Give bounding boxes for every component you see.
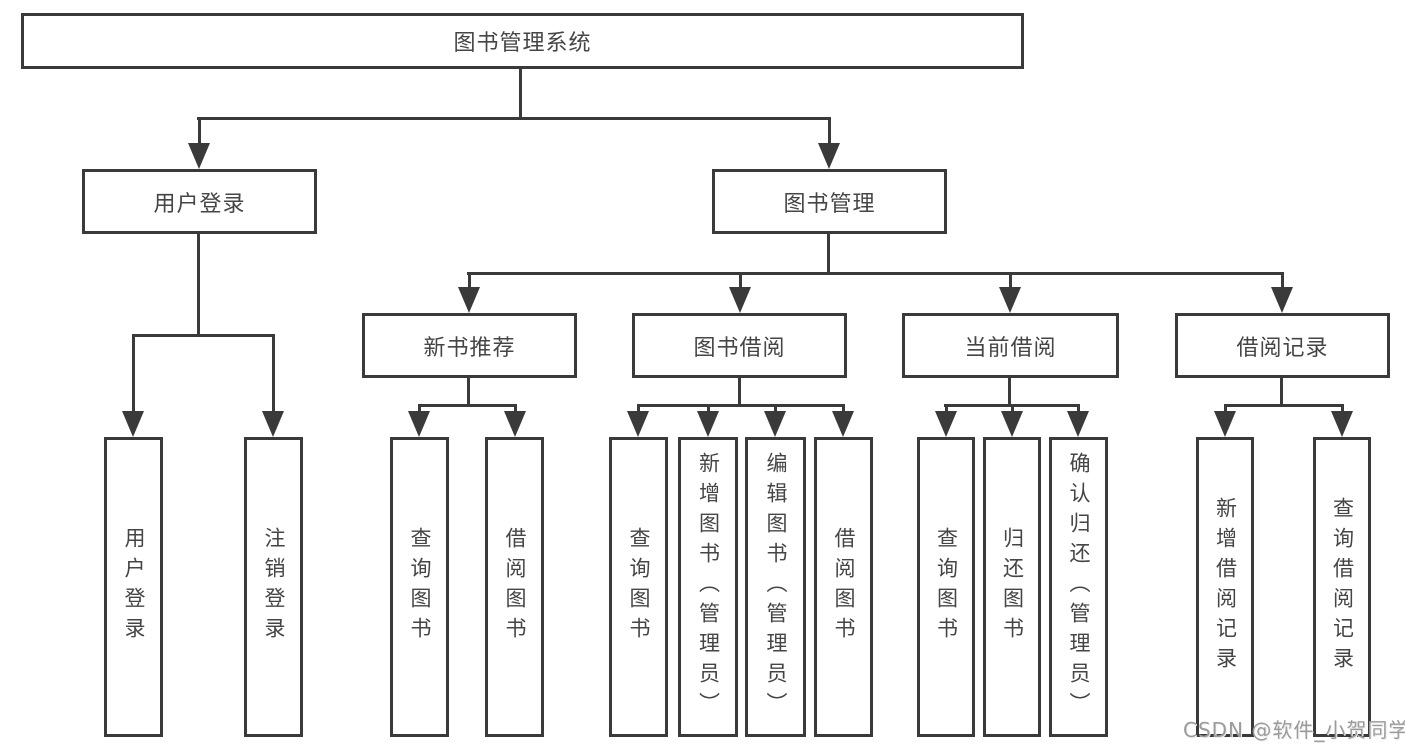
arrow-down-icon [764,411,786,437]
connector-arrow-stem [198,117,201,147]
leaf-query-books-2: 查询图书 [609,437,668,737]
connector-arrow-stem [842,404,845,415]
arrow-down-icon [188,143,210,169]
connector-line [519,69,522,120]
arrow-down-icon [697,411,719,437]
node-label: 图书管理系统 [453,31,592,56]
arrow-down-icon [818,143,840,169]
leaf-label: 查询图书 [408,527,432,647]
node-library-management-system: 图书管理系统 [21,13,1024,69]
arrow-down-icon [262,411,284,437]
arrow-down-icon [935,411,957,437]
connector-line [827,234,830,275]
arrow-down-icon [1271,287,1293,313]
leaf-label: 查询图书 [627,527,651,647]
arrow-down-icon [1067,411,1089,437]
leaf-borrow-books-1: 借阅图书 [485,437,544,737]
leaf-query-borrow-record: 查询借阅记录 [1313,437,1371,737]
leaf-label: 用户登录 [122,527,146,647]
connector-line [467,377,470,407]
connector-arrow-stem [945,404,948,415]
node-label: 图书管理 [783,191,876,217]
leaf-label: 借阅图书 [503,527,527,647]
connector-arrow-stem [774,404,777,415]
connector-arrow-stem [828,117,831,147]
arrow-down-icon [458,287,480,313]
connector-line [197,117,831,120]
leaf-label: 编辑图书（管理员） [764,452,788,722]
leaf-query-books-1: 查询图书 [390,437,449,737]
connector-arrow-stem [1077,404,1080,415]
arrow-down-icon [729,287,751,313]
connector-arrow-stem [739,272,742,291]
connector-arrow-stem [1281,272,1284,291]
leaf-label: 确认归还（管理员） [1067,452,1091,722]
connector-arrow-stem [514,404,517,415]
connector-line [738,377,741,407]
node-label: 当前借阅 [964,335,1057,361]
leaf-label: 注销登录 [262,527,286,647]
node-borrowing-records: 借阅记录 [1175,313,1390,378]
node-label: 借阅记录 [1236,335,1329,361]
arrow-down-icon [122,411,144,437]
node-current-borrowing: 当前借阅 [902,313,1119,378]
connector-line [637,404,845,407]
node-label: 用户登录 [153,191,246,217]
leaf-label: 新增借阅记录 [1213,497,1238,677]
arrow-down-icon [1331,411,1353,437]
leaf-label: 借阅图书 [832,527,856,647]
arrow-down-icon [504,411,526,437]
leaf-label: 查询图书 [934,527,959,647]
leaf-label: 新增图书（管理员） [696,452,721,722]
connector-arrow-stem [272,334,275,415]
connector-line [197,234,200,337]
connector-line [418,404,517,407]
connector-line [1280,377,1283,407]
node-new-book-recommendation: 新书推荐 [362,313,577,378]
connector-line [1008,377,1011,407]
connector-arrow-stem [1009,272,1012,291]
node-label: 图书借阅 [693,335,786,361]
leaf-add-borrow-record: 新增借阅记录 [1196,437,1254,737]
leaf-confirm-return-admin: 确认归还（管理员） [1049,437,1108,737]
leaf-logout: 注销登录 [244,437,303,737]
arrow-down-icon [408,411,430,437]
node-user-login: 用户登录 [82,169,317,234]
leaf-edit-books-admin: 编辑图书（管理员） [745,437,806,737]
arrow-down-icon [832,411,854,437]
leaf-user-login: 用户登录 [104,437,163,737]
arrow-down-icon [1001,411,1023,437]
connector-arrow-stem [132,334,135,415]
arrow-down-icon [1214,411,1236,437]
arrow-down-icon [999,287,1021,313]
leaf-borrow-books-2: 借阅图书 [814,437,873,737]
connector-line [132,334,275,337]
leaf-query-books-3: 查询图书 [917,437,975,737]
node-book-management: 图书管理 [712,169,947,234]
csdn-watermark: CSDN @软件_小贺同学 [1183,718,1405,742]
connector-arrow-stem [1011,404,1014,415]
leaf-label: 归还图书 [1000,527,1025,647]
connector-line [467,272,1284,275]
node-label: 新书推荐 [423,335,516,361]
node-book-borrowing: 图书借阅 [632,313,847,378]
connector-line [1224,404,1344,407]
connector-arrow-stem [637,404,640,415]
connector-arrow-stem [418,404,421,415]
leaf-label: 查询借阅记录 [1330,497,1355,677]
leaf-add-books-admin: 新增图书（管理员） [678,437,738,737]
connector-arrow-stem [707,404,710,415]
connector-arrow-stem [1341,404,1344,415]
leaf-return-books: 归还图书 [983,437,1041,737]
connector-arrow-stem [468,272,471,291]
arrow-down-icon [627,411,649,437]
connector-arrow-stem [1224,404,1227,415]
